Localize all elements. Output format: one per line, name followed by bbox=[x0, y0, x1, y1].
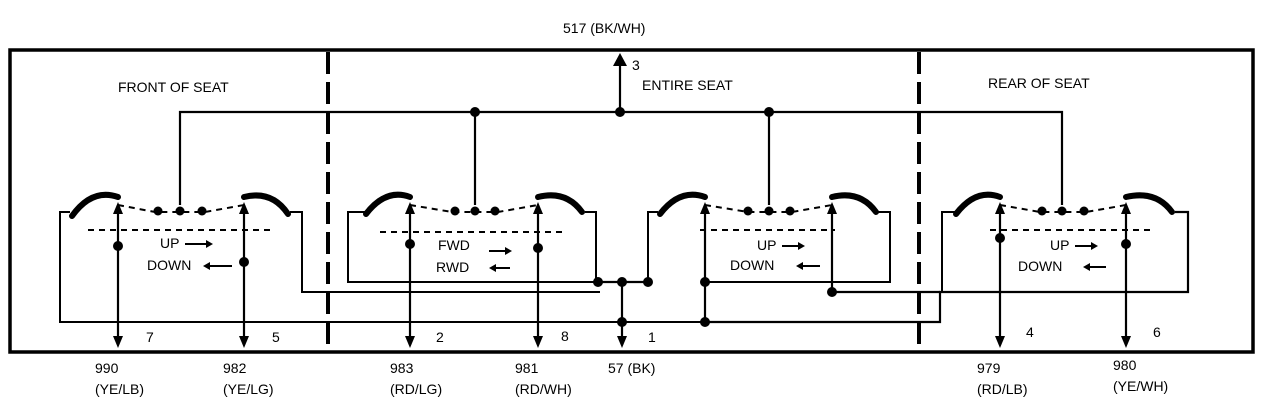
bus-junction-dot bbox=[764, 107, 774, 117]
top-wire-circuit-label: 517 (BK/WH) bbox=[563, 20, 645, 36]
wire-circuit-label: 980 bbox=[1113, 357, 1137, 373]
entire-seat-switch: UP DOWN bbox=[647, 191, 891, 327]
ground-return-wire bbox=[708, 210, 1190, 324]
pin-number: 8 bbox=[561, 328, 569, 344]
top-wire-pin-label: 3 bbox=[632, 57, 640, 73]
front-up-label: UP bbox=[160, 235, 179, 251]
bus-junction-dot bbox=[470, 107, 480, 117]
switch-housing-outline bbox=[8, 48, 1255, 354]
front-down-label: DOWN bbox=[147, 257, 191, 273]
pin-number: 6 bbox=[1153, 324, 1161, 340]
pin-number: 4 bbox=[1026, 324, 1034, 340]
rear-up-label: UP bbox=[1050, 237, 1069, 253]
wire-circuit-label: 981 bbox=[515, 360, 539, 376]
front-seat-switch: UP DOWN bbox=[59, 191, 708, 348]
pin-number: 5 bbox=[272, 329, 280, 345]
pin-number: 7 bbox=[146, 329, 154, 345]
wire-circuit-label: 990 bbox=[95, 360, 119, 376]
bus-junction-dot bbox=[615, 107, 625, 117]
section-title-entire: ENTIRE SEAT bbox=[642, 77, 733, 93]
section-title-rear: REAR OF SEAT bbox=[988, 75, 1090, 91]
entire-down-label: DOWN bbox=[730, 257, 774, 273]
wire-color-label: (RD/LG) bbox=[390, 381, 442, 397]
ground-junction bbox=[593, 277, 653, 348]
wire-color-label: (YE/LB) bbox=[95, 381, 144, 397]
wire-circuit-label: 57 (BK) bbox=[608, 360, 655, 376]
wire-circuit-label: 979 bbox=[977, 360, 1001, 376]
top-feed-arrow-icon bbox=[613, 53, 627, 66]
rwd-label: RWD bbox=[436, 259, 469, 275]
wire-color-label: (YE/WH) bbox=[1113, 378, 1168, 394]
common-bus-wire bbox=[178, 110, 1064, 205]
wire-color-label: (YE/LG) bbox=[223, 381, 274, 397]
wire-color-label: (RD/WH) bbox=[515, 381, 572, 397]
pin-number: 2 bbox=[436, 329, 444, 345]
fore-aft-switch: FWD RWD bbox=[347, 191, 598, 348]
rear-down-label: DOWN bbox=[1018, 258, 1062, 274]
section-title-front: FRONT OF SEAT bbox=[118, 79, 229, 95]
wire-circuit-label: 982 bbox=[223, 360, 247, 376]
rear-seat-switch: UP DOWN bbox=[941, 191, 1175, 348]
fwd-label: FWD bbox=[438, 237, 470, 253]
pin-number: 1 bbox=[648, 329, 656, 345]
wire-color-label: (RD/LB) bbox=[977, 381, 1028, 397]
entire-up-label: UP bbox=[757, 237, 776, 253]
wire-circuit-label: 983 bbox=[390, 360, 414, 376]
